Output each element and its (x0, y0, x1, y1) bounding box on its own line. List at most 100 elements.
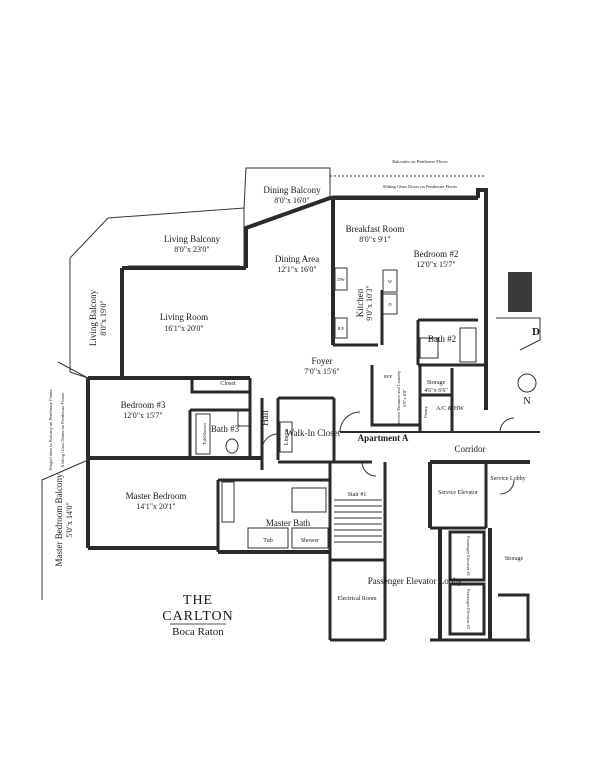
bath3-name: Bath #3 (211, 424, 240, 434)
passenger-elevator-2-name: Passenger Elevator #2 (466, 589, 471, 629)
door-swing-hall (261, 433, 279, 451)
washer (382, 269, 398, 293)
logo-line2: CARLTON (162, 609, 234, 624)
bedroom3-name: Bedroom #3 (121, 400, 166, 410)
plan-notes: Balconies on Penthouse Floors Sliding Gl… (48, 159, 457, 471)
wall-dining-angled (244, 196, 331, 268)
storage-b-name: Storage (505, 556, 524, 562)
elevator-2-shaft (448, 582, 486, 636)
bath2-name: Bath #2 (428, 334, 456, 344)
dining-area-dim: 12'1"x 16'0" (277, 265, 316, 274)
dryer-label: D (388, 302, 392, 307)
shower-master (291, 527, 329, 549)
top-note: Balconies on Penthouse Floors (392, 159, 448, 164)
side-balcony-dim: 8'0"x 19'0" (99, 300, 108, 335)
tub-name: Tub (263, 538, 272, 544)
electrical-room-name: Electrical Room (337, 596, 376, 602)
vanity-master (291, 487, 327, 513)
bedroom2-name: Bedroom #2 (414, 249, 459, 259)
toilet-bath3 (225, 438, 239, 454)
balcony-outlines (41, 167, 486, 600)
adjacent-unit (496, 272, 541, 351)
service-entrance-name: Service Entrance and Laundry (396, 370, 401, 425)
kitchen-dim: 9'0"x 10'3" (365, 285, 374, 320)
bedroom2-dim: 12'0"x 15'7" (416, 260, 455, 269)
elevator-1-shaft (448, 530, 486, 582)
rf-label: R/F (338, 326, 345, 331)
tub-master (247, 527, 289, 549)
door-swing-corridor (499, 417, 515, 433)
master-bath-name: Master Bath (266, 518, 311, 528)
adjacent-unit-letter: D (532, 326, 540, 338)
kitchen-name: Kitchen (355, 288, 365, 317)
linens-shelf (279, 421, 293, 453)
sliding-left-note: Sliding Glass Doors on Penthouse Floors (60, 393, 65, 467)
compass-letter: N (523, 396, 530, 407)
exterior-walls (86, 188, 540, 642)
room-labels: Dining Balcony 8'0"x 16'0" Breakfast Roo… (54, 185, 526, 629)
door-swing-apartment (339, 411, 361, 433)
wall-closet (190, 378, 250, 394)
wall-bath3 (190, 408, 252, 458)
pantry-name: Pantry (423, 405, 428, 417)
compass-circle (517, 373, 537, 393)
side-balcony-outline (69, 258, 89, 379)
tub-shower-bath3 (195, 413, 211, 455)
foyer-dim: 7'0"x 15'6" (304, 367, 339, 376)
sliding-top-note: Sliding Glass Doors on Penthouse Floors (383, 184, 457, 189)
fixtures (195, 267, 515, 549)
master-bedroom-dim: 14'1"x 20'1" (136, 502, 175, 511)
living-room-dim: 16'1"x 20'0" (164, 324, 203, 333)
logo-line3: Boca Raton (172, 626, 224, 638)
dining-balcony-name: Dining Balcony (263, 185, 321, 195)
shower-bath2 (459, 327, 477, 363)
master-bedroom-name: Master Bedroom (126, 491, 187, 501)
master-balcony-dim: 5'0"x 14'0" (65, 502, 74, 537)
corridor-name: Corridor (455, 444, 486, 454)
walk-in-closet-name: Walk-In Closet (286, 428, 341, 438)
master-balcony-outline (41, 361, 89, 600)
breakfast-room-name: Breakfast Room (346, 224, 405, 234)
compass: N (517, 373, 537, 407)
dw-label: DW (337, 277, 345, 282)
linens-name: Linens (284, 428, 290, 445)
wall-service-left (370, 365, 420, 427)
adjacent-outline (496, 317, 541, 351)
door-swing-stair (361, 461, 377, 477)
fixture-labels: DW R/F W D REF (337, 277, 393, 379)
adjacent-dark-block (508, 272, 532, 312)
dishwasher (334, 267, 348, 291)
breakfast-room-dim: 8'0"x 9'1" (359, 235, 390, 244)
logo-line1: THE (183, 593, 213, 608)
master-balcony-name: Master Bedroom Balcony (54, 473, 64, 566)
tub-shower-name: Tub/Shower (202, 422, 207, 445)
side-balcony-name: Living Balcony (88, 289, 98, 346)
apartment-a-name: Apartment A (358, 433, 409, 443)
dining-balcony-outline (243, 167, 331, 209)
carlton-logo: THE CARLTON Boca Raton (162, 593, 234, 638)
master-closet (221, 481, 235, 523)
service-elevator-name: Service Elevator (438, 490, 478, 496)
storage-dim: 4'6"x 6'6" (424, 388, 448, 394)
dining-area-name: Dining Area (275, 254, 319, 264)
washer-label: W (388, 279, 393, 284)
stair-name: Stair #1 (348, 492, 367, 498)
hall-name: Hall (260, 410, 270, 426)
refrigerator (334, 317, 348, 339)
toilet-bath2 (419, 337, 439, 359)
dining-balcony-dim: 8'0"x 16'0" (274, 196, 309, 205)
passenger-elevator-1-name: Passenger Elevator #1 (466, 536, 471, 576)
wall-storage-b (498, 593, 530, 640)
living-balcony-outline (69, 207, 245, 268)
shower-name: Shower (301, 538, 319, 544)
bedroom3-dim: 12'0"x 15'7" (123, 411, 162, 420)
living-balcony-dim: 8'0"x 23'0" (174, 245, 209, 254)
foyer-name: Foyer (312, 356, 333, 366)
service-lobby-name: Service Lobby (490, 476, 525, 482)
wall-right-bedroom2 (476, 188, 488, 410)
living-balcony-name: Living Balcony (164, 234, 221, 244)
stair-treads (334, 499, 382, 543)
ref-label: REF (384, 374, 393, 379)
living-room-name: Living Room (160, 312, 208, 322)
